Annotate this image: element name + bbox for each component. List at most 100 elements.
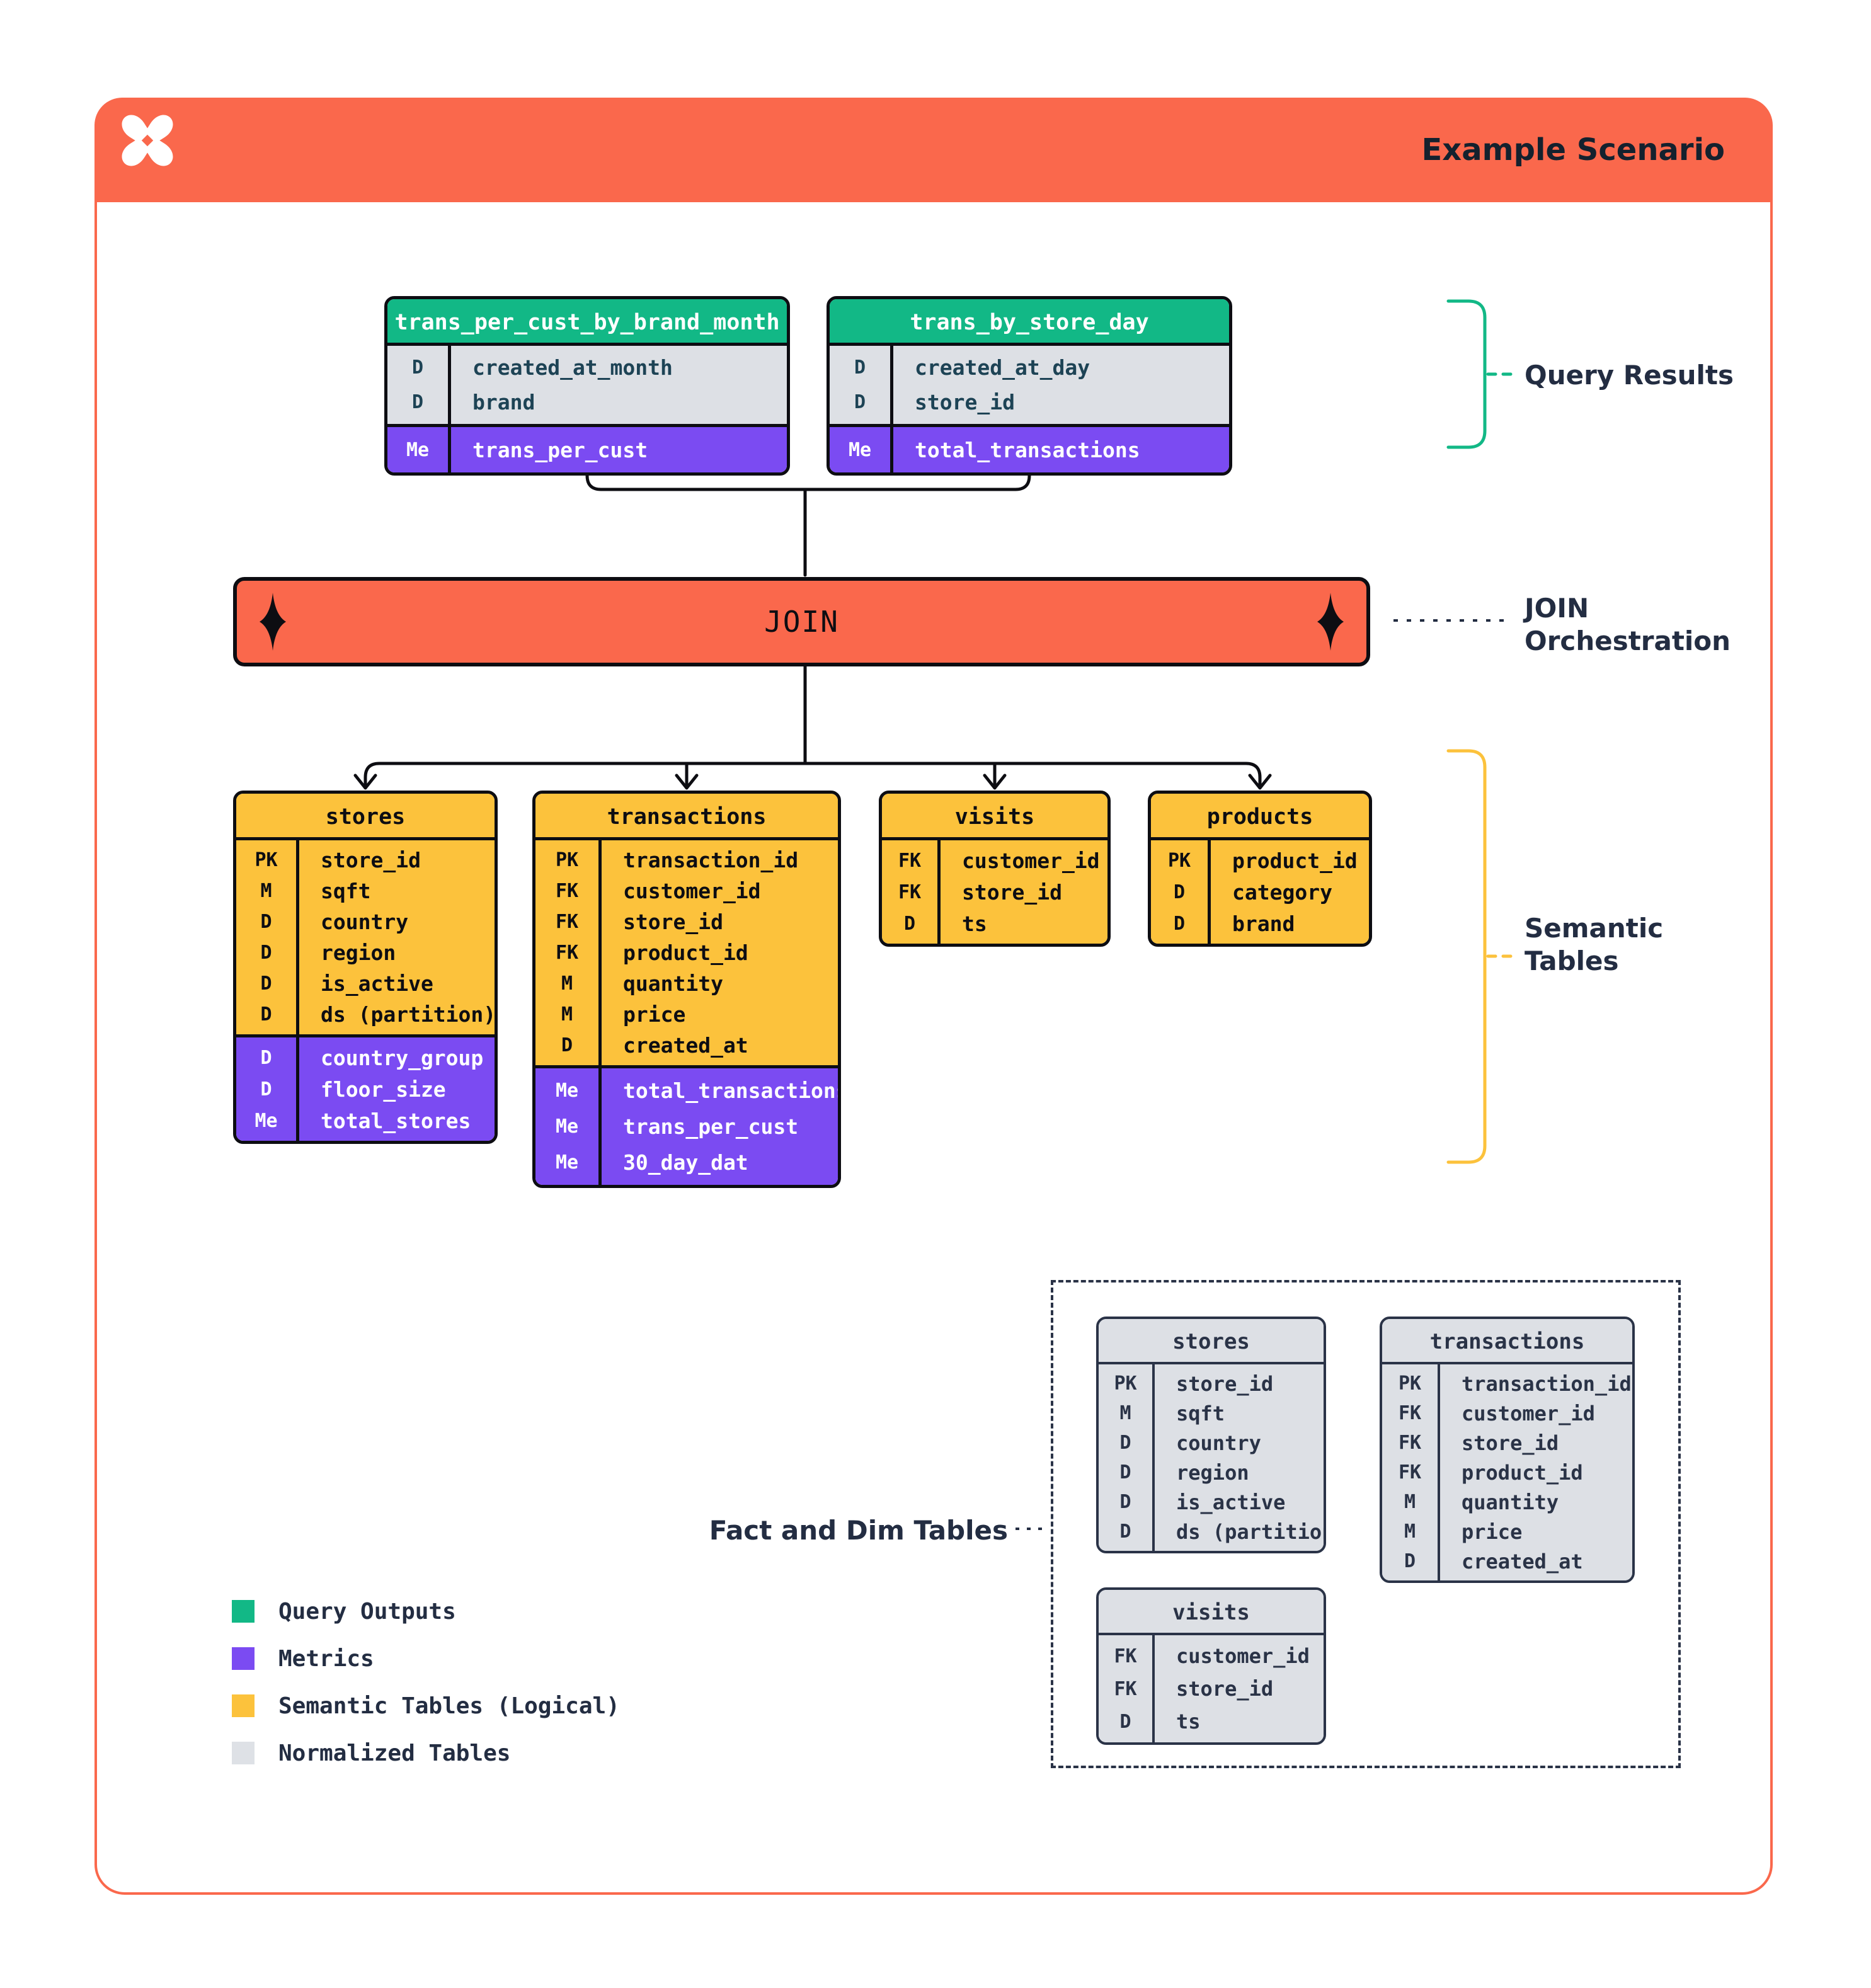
field-name: store_id — [623, 910, 723, 934]
field-key: D — [411, 357, 424, 379]
card-header-bar: Example Scenario — [94, 98, 1773, 202]
table-title: transactions — [1382, 1319, 1632, 1364]
field-name: created_at_day — [915, 355, 1090, 380]
table-title: transactions — [535, 794, 838, 840]
field-key: D — [1119, 1461, 1131, 1483]
legend-swatch-icon — [232, 1600, 255, 1623]
field-name: total_transactions — [915, 437, 1140, 462]
field-key: D — [1404, 1550, 1416, 1572]
field-key: M — [1404, 1491, 1416, 1513]
join-orchestration-label: JOIN Orchestration — [1525, 592, 1731, 658]
field-key: PK — [1114, 1373, 1137, 1395]
join-label: JOIN — [764, 605, 839, 639]
field-name: sqft — [321, 879, 371, 903]
field-name: 30_day_dat — [623, 1150, 748, 1175]
field-name: customer_id — [962, 848, 1100, 873]
field-name: product_id — [1462, 1460, 1583, 1485]
field-key: FK — [555, 880, 579, 902]
table-row: FK customer_id — [1099, 1640, 1324, 1672]
field-key: D — [1119, 1432, 1131, 1454]
field-key: M — [260, 880, 272, 902]
field-key: D — [903, 912, 916, 935]
diamond-spark-icon — [1317, 593, 1344, 651]
table-row: FK product_id — [1382, 1458, 1632, 1487]
field-key: Me — [255, 1109, 278, 1132]
field-key: FK — [1114, 1645, 1137, 1667]
field-name: region — [321, 940, 396, 965]
field-name: country — [1176, 1431, 1261, 1455]
field-name: ds (partition) — [321, 1002, 496, 1027]
field-name: quantity — [1462, 1490, 1559, 1514]
field-name: brand — [472, 390, 535, 414]
field-key: D — [854, 357, 866, 379]
field-key: FK — [1398, 1461, 1422, 1483]
field-key: M — [1404, 1521, 1416, 1543]
field-name: customer_id — [1176, 1644, 1310, 1668]
table-title: stores — [1099, 1319, 1324, 1364]
field-name: store_id — [915, 390, 1015, 414]
field-name: created_at — [1462, 1549, 1583, 1574]
table-title: trans_by_store_day — [830, 299, 1229, 346]
field-name: floor_size — [321, 1077, 446, 1102]
field-key: D — [1173, 912, 1186, 935]
field-key: D — [1119, 1491, 1131, 1513]
field-name: total_transactions — [623, 1078, 841, 1103]
table-title: visits — [1099, 1590, 1324, 1635]
field-name: transaction_id — [1462, 1371, 1632, 1396]
legend-swatch-icon — [232, 1742, 255, 1764]
legend-item: Semantic Tables (Logical) — [232, 1693, 620, 1719]
page-title: Example Scenario — [1421, 132, 1725, 168]
field-key: D — [1119, 1710, 1131, 1733]
field-key: D — [260, 973, 272, 995]
legend-item: Metrics — [232, 1645, 620, 1672]
table-row: FK customer_id — [535, 876, 838, 906]
field-key: D — [854, 391, 866, 413]
field-name: product_id — [1232, 848, 1358, 873]
semantic-tables-label-line1: Semantic — [1525, 913, 1664, 944]
field-name: category — [1232, 879, 1332, 905]
legend-swatch-icon — [232, 1694, 255, 1717]
field-name: transaction_id — [623, 848, 799, 872]
field-name: country — [321, 910, 409, 934]
x-star-logo-icon — [122, 115, 173, 166]
field-key: M — [561, 1003, 573, 1025]
table-title: stores — [236, 794, 495, 840]
field-key: PK — [255, 849, 278, 871]
field-name: customer_id — [623, 879, 761, 903]
